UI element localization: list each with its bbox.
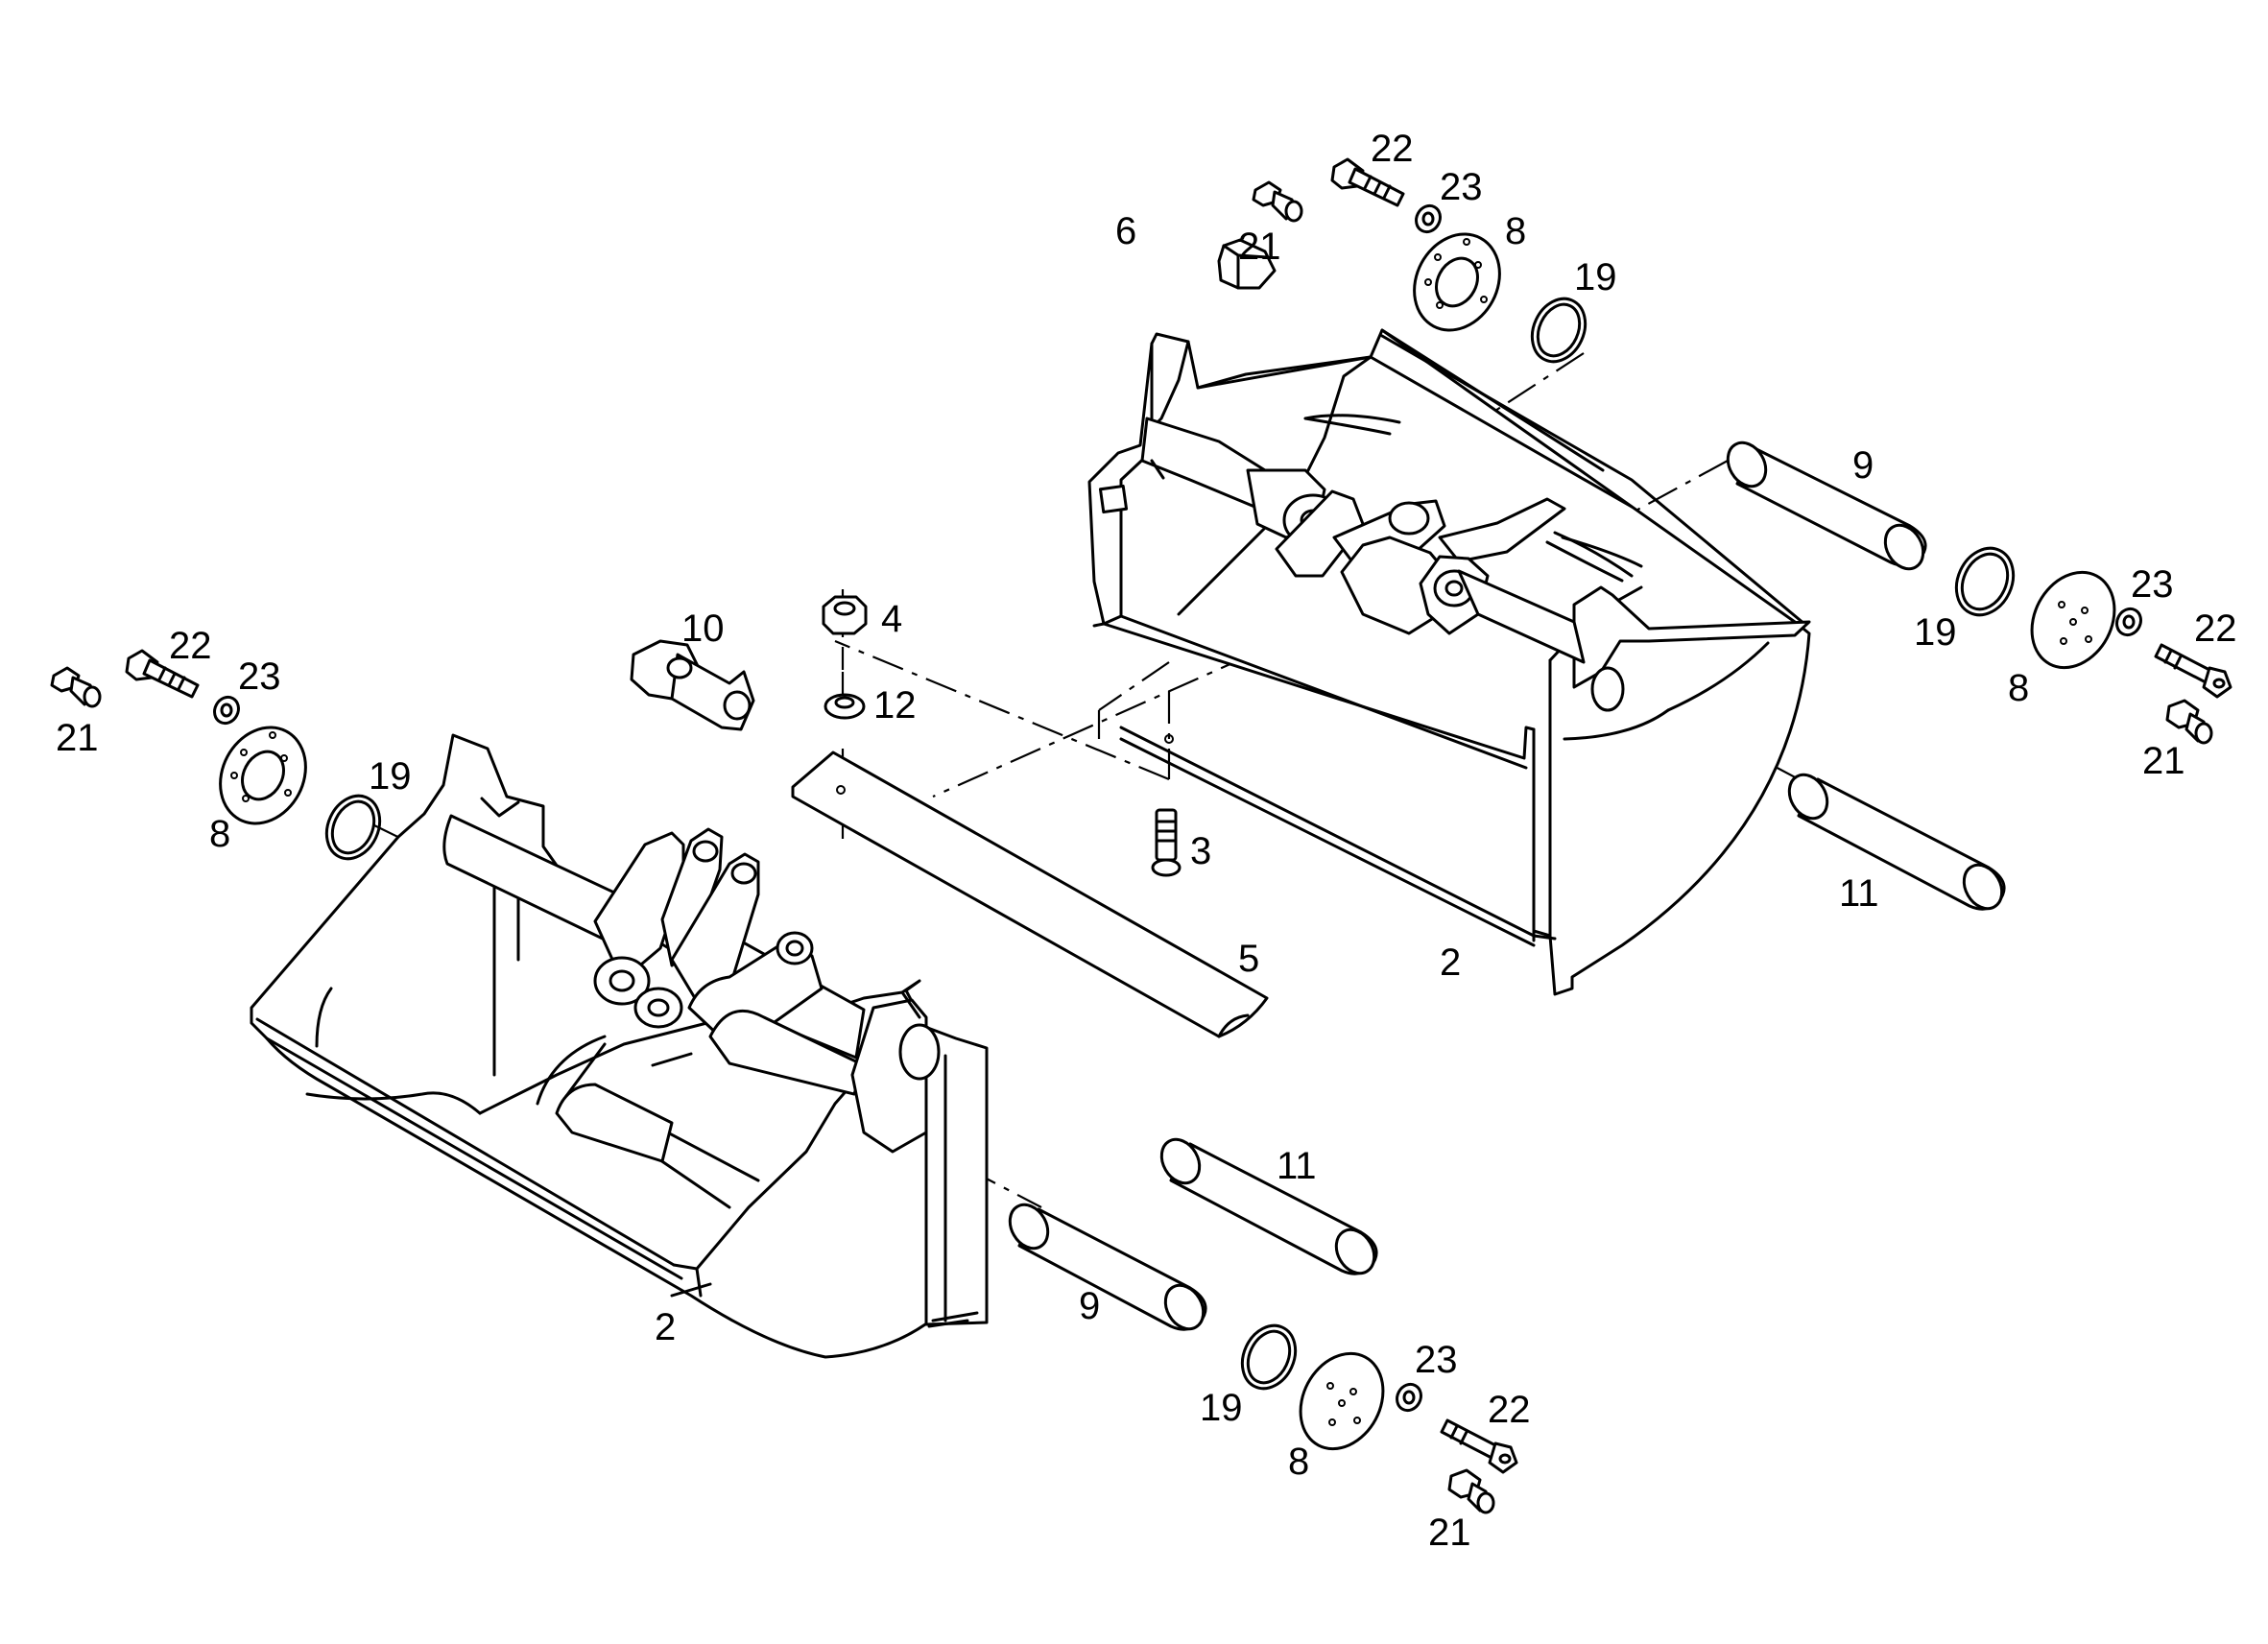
washer-23-top: [1415, 203, 1442, 234]
pin-9-right: [1726, 441, 1927, 571]
callout-22-right: 22: [2194, 608, 2237, 650]
snap-ring-19-top: [1530, 297, 1588, 364]
bolt-22-right: [2154, 643, 2232, 699]
callout-labels: 22 23 21 6 8 19 9 19 23 22 8 21 11 2 10 …: [56, 128, 2237, 1554]
callout-12: 12: [873, 684, 917, 727]
callout-23-left: 23: [238, 655, 281, 698]
callout-19-left: 19: [369, 755, 412, 798]
grease-nipple-21-bottom: [1447, 1468, 1495, 1514]
grease-nipple-21-top: [1252, 180, 1303, 223]
grease-nipple-21-left: [50, 666, 102, 708]
callout-23-top: 23: [1440, 166, 1483, 208]
callout-19-bottom: 19: [1200, 1387, 1243, 1429]
washer-23-bottom: [1396, 1382, 1422, 1413]
bolt-22-left: [125, 649, 200, 699]
edge-plate-5: [791, 734, 1269, 1038]
callout-9-left: 9: [1079, 1285, 1100, 1327]
retainer-plate-8-right: [2030, 570, 2116, 670]
callout-2-right: 2: [1440, 941, 1461, 984]
callout-5: 5: [1238, 938, 1259, 980]
pin-9-left: [1008, 1203, 1207, 1331]
link-10: [630, 639, 755, 731]
grease-nipple-21-right: [2165, 699, 2213, 745]
callout-22-top: 22: [1371, 128, 1414, 170]
pin-11-left: [1159, 1137, 1378, 1275]
bucket-right: [1087, 328, 1811, 996]
callout-4: 4: [881, 598, 902, 640]
pin-11-right: [1787, 773, 2006, 911]
bolt-22-top: [1330, 157, 1405, 207]
callout-23-bottom: 23: [1415, 1339, 1458, 1381]
callout-10: 10: [681, 608, 725, 650]
callout-21-right: 21: [2142, 740, 2185, 782]
callout-8-bottom: 8: [1288, 1441, 1309, 1483]
washer-23-right: [2115, 607, 2142, 637]
callout-8-left: 8: [209, 813, 230, 855]
callout-6: 6: [1115, 210, 1136, 252]
callout-3: 3: [1190, 830, 1211, 872]
retainer-plate-8-bottom: [1299, 1351, 1385, 1451]
bolt-3: [1151, 808, 1182, 877]
bolt-22-bottom: [1440, 1418, 1518, 1474]
retainer-plate-8-left: [219, 726, 307, 825]
callout-22-left: 22: [169, 625, 212, 667]
callout-21-bottom: 21: [1428, 1512, 1471, 1554]
snap-ring-19-right: [1954, 546, 2016, 617]
nut-4: [822, 595, 868, 635]
callout-11-left: 11: [1277, 1145, 1317, 1187]
washer-23-left: [213, 695, 240, 726]
snap-ring-19-left: [324, 794, 382, 861]
callout-11-right: 11: [1839, 872, 1879, 915]
snap-ring-19-bottom: [1240, 1323, 1298, 1391]
cap-6: [1217, 238, 1277, 290]
callout-9-right: 9: [1852, 444, 1874, 487]
callout-19-top: 19: [1574, 256, 1617, 298]
callout-23-right: 23: [2131, 563, 2174, 606]
callout-21-top: 21: [1238, 226, 1281, 268]
bucket-left: [250, 733, 989, 1359]
callout-21-left: 21: [56, 717, 99, 759]
callout-2-left: 2: [655, 1306, 676, 1348]
callout-8-right: 8: [2008, 667, 2029, 709]
callout-8-top: 8: [1505, 210, 1526, 252]
callout-22-bottom: 22: [1488, 1389, 1531, 1431]
callout-19-right: 19: [1914, 611, 1957, 654]
retainer-plate-8-top: [1413, 232, 1501, 332]
washer-12: [824, 693, 866, 720]
